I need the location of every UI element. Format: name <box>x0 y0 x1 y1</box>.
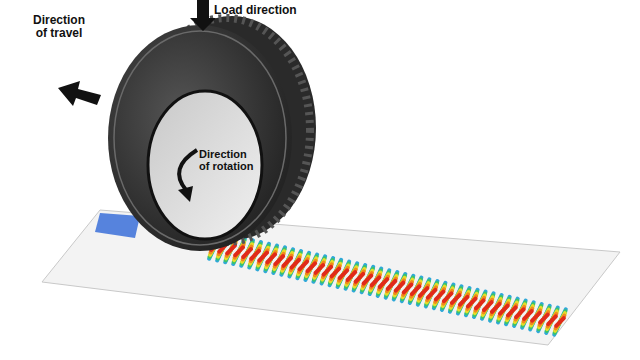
road-plane <box>42 210 620 345</box>
pressure-ridge <box>235 247 243 255</box>
pressure-ridge <box>396 283 404 291</box>
pressure-ridge <box>484 302 492 310</box>
pressure-ridge <box>275 256 283 264</box>
pressure-ridge <box>516 309 524 317</box>
pressure-ridge <box>331 269 339 277</box>
pressure-ridge <box>283 258 291 266</box>
pressure-ridge <box>524 311 532 319</box>
contact-patch-start <box>95 213 140 238</box>
pressure-ridge <box>420 288 428 296</box>
pressure-ridge <box>227 246 235 254</box>
tire-inner-hole <box>148 91 262 239</box>
pressure-ridge <box>436 292 444 300</box>
pressure-ridge <box>243 249 251 257</box>
rotation-label: Direction of rotation <box>199 148 255 172</box>
pressure-ridge <box>315 265 323 273</box>
pressure-ridge <box>404 285 412 293</box>
pressure-ridge <box>452 295 460 303</box>
pressure-ridge <box>323 267 331 275</box>
pressure-ridge <box>428 290 436 298</box>
travel-arrow <box>58 81 101 106</box>
pressure-ridge <box>508 307 516 315</box>
pressure-ridge <box>356 274 364 282</box>
pressure-ridge <box>340 270 348 278</box>
pressure-ridge <box>468 299 476 307</box>
pressure-ridge <box>412 286 420 294</box>
pressure-ridge <box>500 306 508 314</box>
pressure-ridge <box>251 251 259 259</box>
pressure-ridge <box>444 293 452 301</box>
load-label: Load direction <box>214 4 297 17</box>
rotation-arrow-head <box>178 186 193 202</box>
tire-sidewall <box>108 25 292 251</box>
pressure-ridge <box>492 304 500 312</box>
pressure-ridge <box>532 313 540 321</box>
sidewall-rim <box>114 31 286 245</box>
pressure-ridge <box>388 281 396 289</box>
pressure-ridge <box>380 279 388 287</box>
pressure-ridge <box>548 316 556 324</box>
pressure-ridge <box>348 272 356 280</box>
pressure-ridge <box>364 276 372 284</box>
pressure-ridge <box>307 263 315 271</box>
pressure-ridge <box>540 315 548 323</box>
pressure-ridge <box>267 254 275 262</box>
pressure-ridge <box>476 300 484 308</box>
pressure-ridge <box>299 262 307 270</box>
pressure-ridge <box>259 253 267 261</box>
pressure-ridge <box>291 260 299 268</box>
load-arrow <box>190 0 216 31</box>
pressure-ridge <box>556 318 564 326</box>
pressure-ridge <box>460 297 468 305</box>
rotation-arrow <box>179 150 197 190</box>
travel-label: Direction of travel <box>26 14 92 40</box>
pressure-trail <box>209 233 566 334</box>
pressure-ridge <box>372 277 380 285</box>
